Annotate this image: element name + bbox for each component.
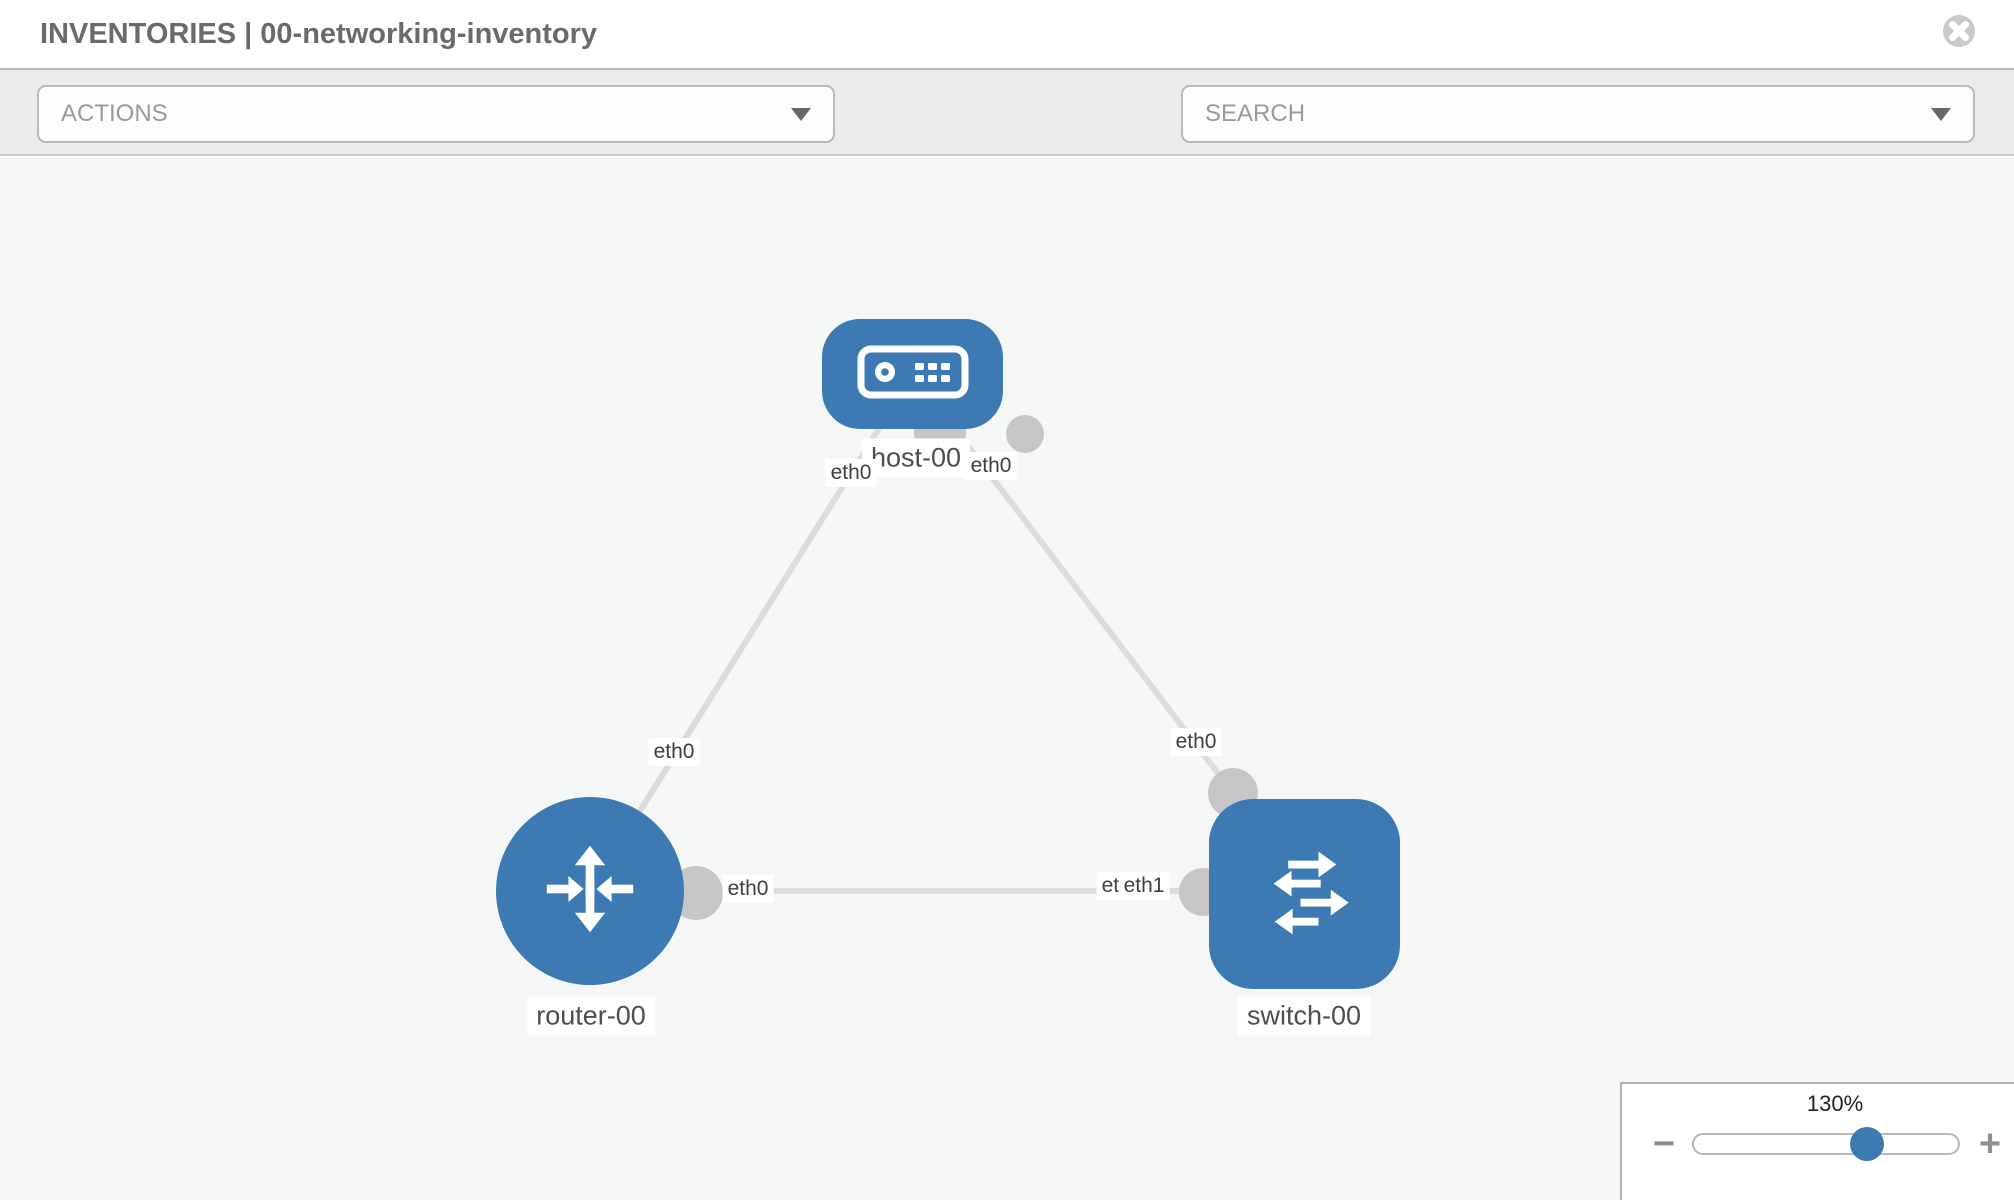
interface-label: eth0: [722, 875, 774, 903]
zoom-slider-handle[interactable]: [1850, 1127, 1884, 1161]
interface-label: eth0: [965, 452, 1017, 480]
toolbar: ACTIONS SEARCH: [0, 70, 2014, 202]
zoom-in-button[interactable]: +: [1968, 1122, 2012, 1166]
zoom-level-value: 130%: [1806, 1091, 1864, 1116]
chevron-down-icon: [1931, 107, 1951, 121]
node-label-router-00: router-00: [527, 996, 655, 1036]
node-router-00[interactable]: [496, 797, 684, 985]
actions-dropdown-label: ACTIONS: [61, 100, 168, 127]
zoom-panel: 130% − +: [1620, 1082, 2014, 1200]
chevron-down-icon: [791, 107, 811, 121]
interface-port: [1006, 415, 1044, 453]
interface-label: eth1: [1118, 872, 1170, 900]
interface-label: eth0: [825, 459, 877, 487]
search-dropdown[interactable]: SEARCH: [1181, 85, 1975, 143]
interface-label: eth0: [1170, 728, 1222, 756]
host-icon: [857, 345, 969, 404]
close-icon: [1941, 15, 1977, 52]
close-button[interactable]: [1941, 13, 1977, 49]
topology-canvas[interactable]: host-00 router-00 switch-00 eth0 eth0 eth0 e…: [0, 158, 2014, 1200]
zoom-out-button[interactable]: −: [1642, 1122, 1686, 1166]
router-icon: [536, 835, 644, 948]
node-label-host-00: host-00: [861, 438, 971, 478]
interface-label: eth0: [648, 738, 700, 766]
switch-icon: [1249, 836, 1361, 953]
search-dropdown-label: SEARCH: [1205, 100, 1306, 127]
actions-dropdown[interactable]: ACTIONS: [37, 85, 835, 143]
node-switch-00[interactable]: [1209, 799, 1400, 989]
page-title: INVENTORIES | 00-networking-inventory: [40, 18, 598, 50]
header: INVENTORIES | 00-networking-inventory: [0, 0, 2014, 70]
node-host-00[interactable]: [822, 319, 1003, 429]
zoom-slider-track[interactable]: [1692, 1127, 1960, 1161]
node-label-switch-00: switch-00: [1237, 996, 1371, 1036]
links-layer: [587, 372, 1304, 894]
